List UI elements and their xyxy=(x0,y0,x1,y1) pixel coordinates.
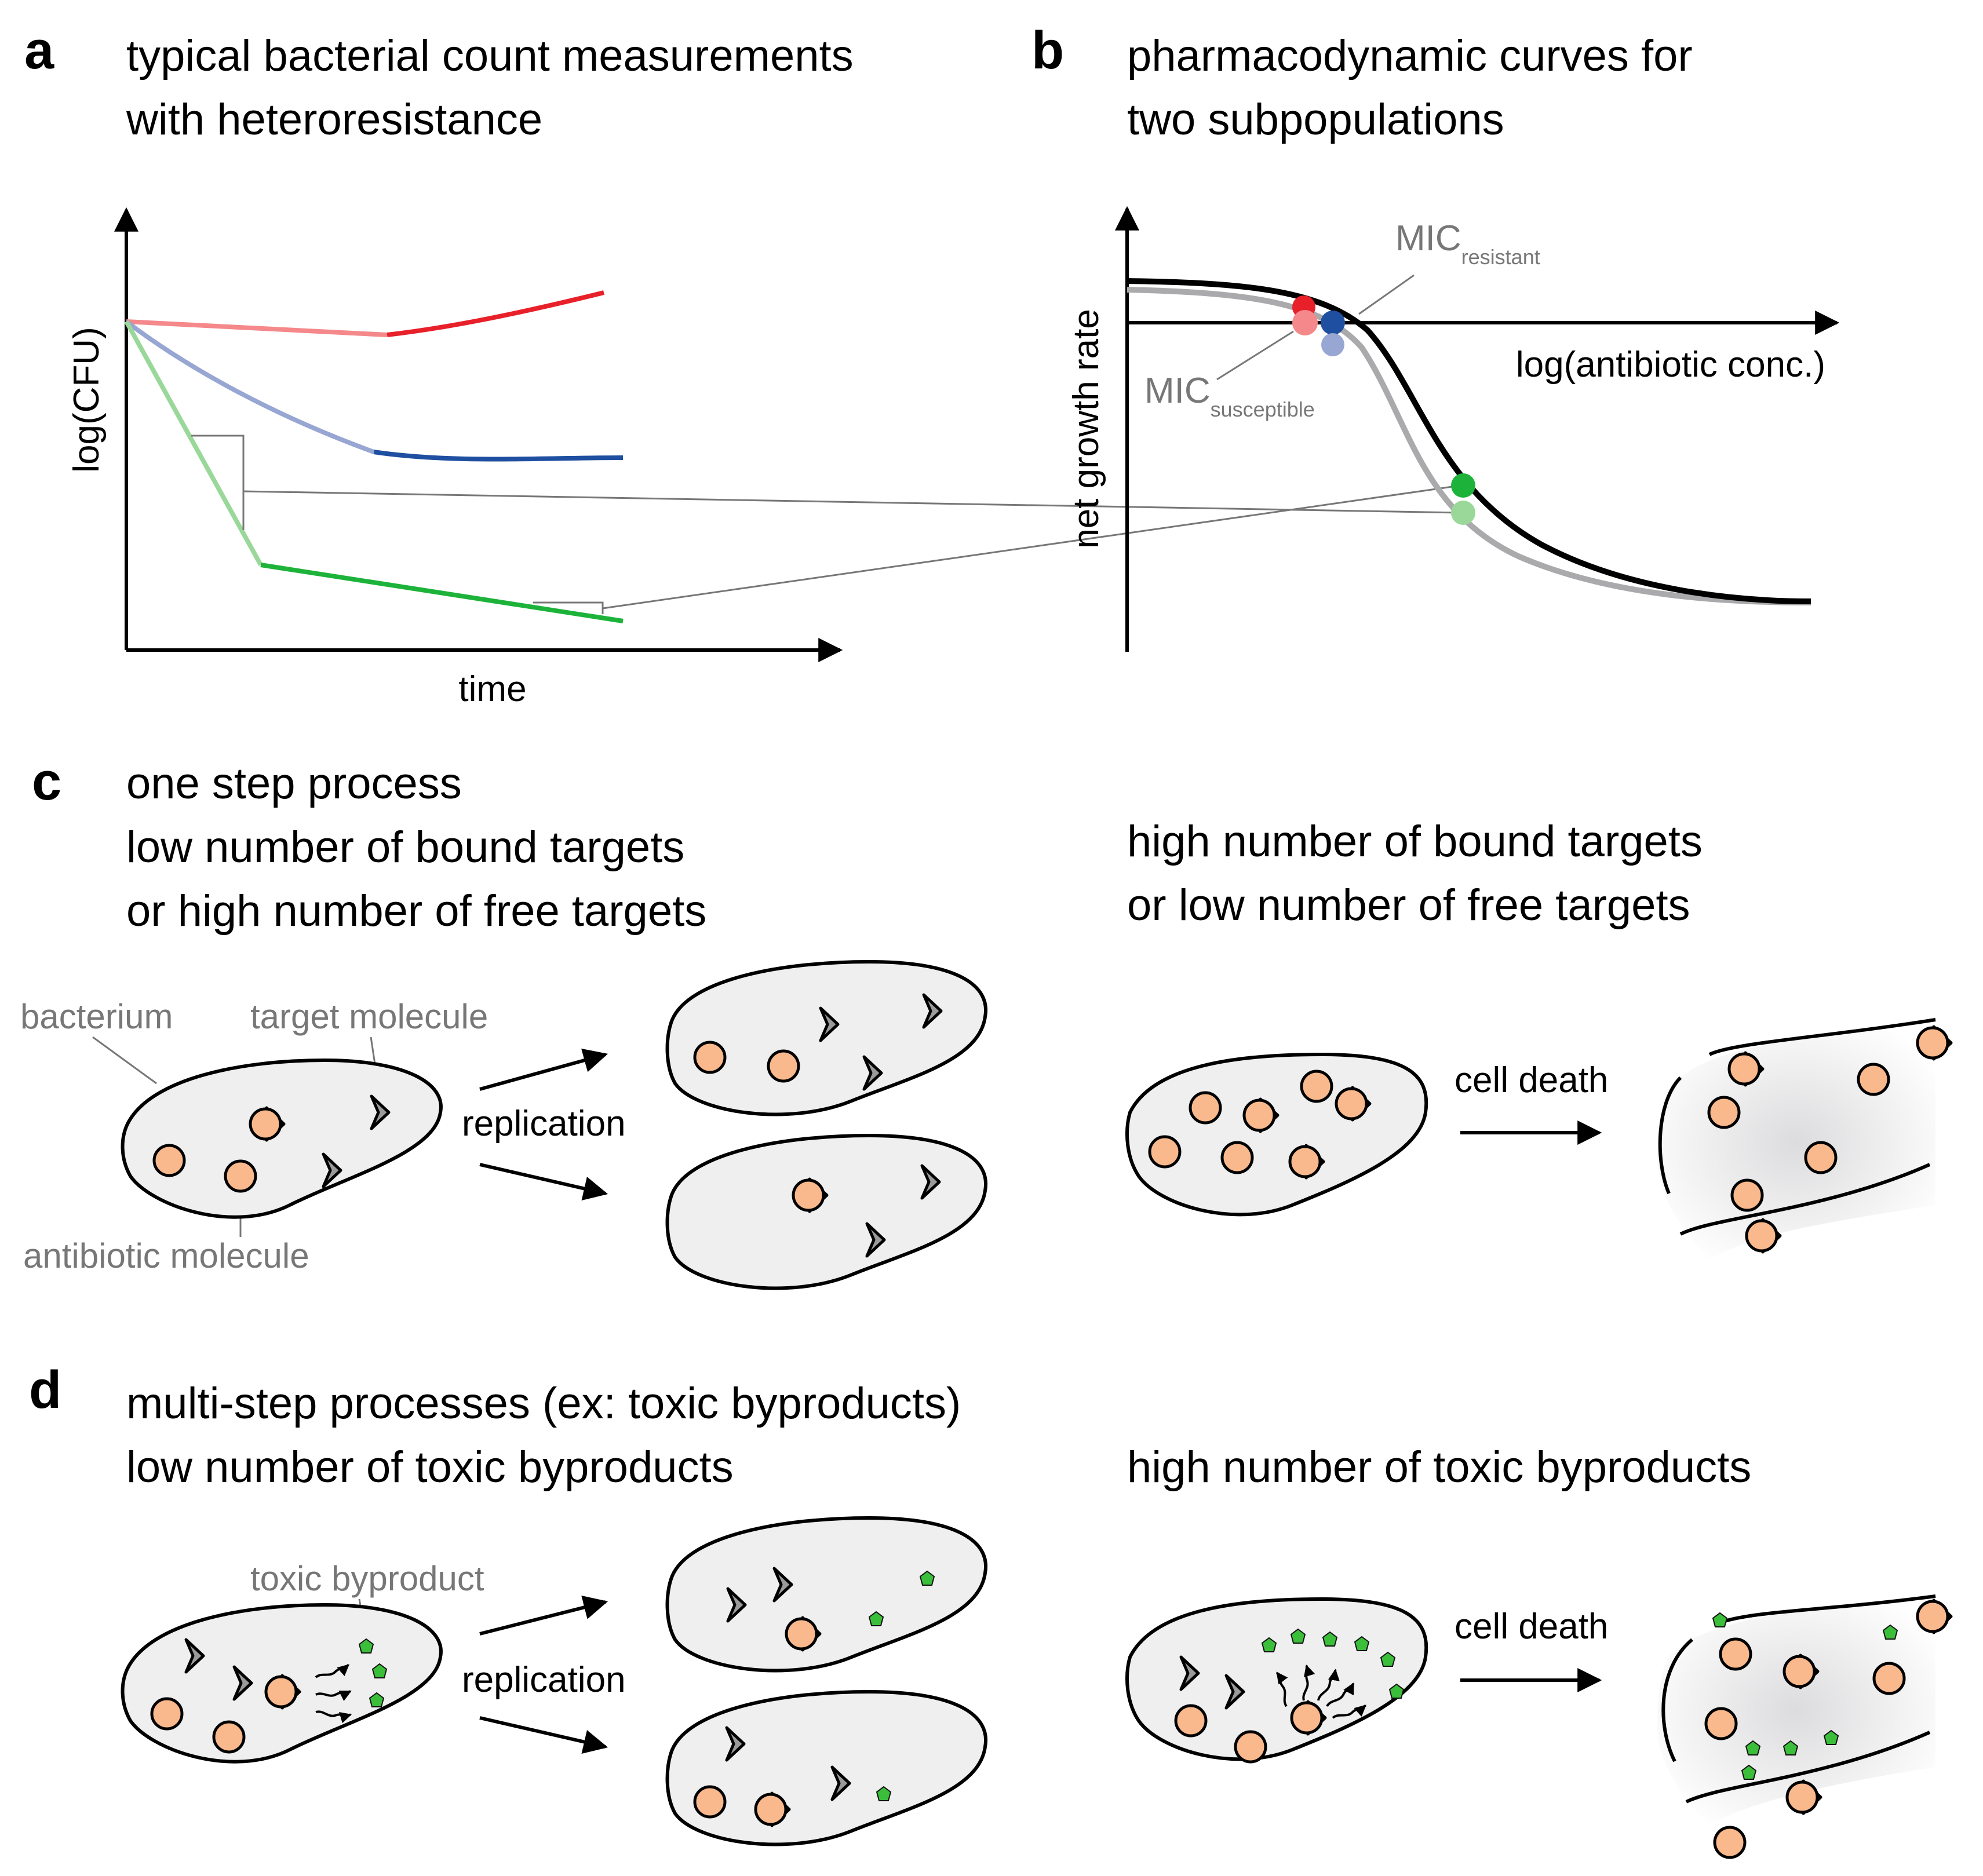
blue-curve-early xyxy=(125,319,375,454)
antibiotic-molecule xyxy=(768,1051,799,1081)
green-curve-late xyxy=(260,563,624,623)
panel-c-left-line2: low number of bound targets xyxy=(126,823,684,872)
panel-c-right-line1: high number of bound targets xyxy=(1127,817,1703,866)
daughter-cell-top xyxy=(665,959,988,1116)
antibiotic-molecule xyxy=(1235,1732,1266,1762)
antibiotic-molecule xyxy=(1720,1639,1751,1669)
dying-cell-membrane-bottom xyxy=(1685,1731,1931,1804)
panel-b-title-line2: two subpopulations xyxy=(1127,95,1504,144)
antibiotic-molecule xyxy=(1874,1663,1904,1693)
light-blue-point xyxy=(1321,333,1344,356)
target-molecule-label: target molecule xyxy=(250,997,488,1036)
antibiotic-molecule xyxy=(225,1161,256,1191)
panel-c: c one step process low number of bound t… xyxy=(20,752,1951,1290)
antibiotic-molecule xyxy=(695,1787,725,1817)
dying-cell-membrane-left xyxy=(1658,1076,1682,1195)
panel-c-left-line3: or high number of free targets xyxy=(126,886,706,936)
cell-death-label: cell death xyxy=(1455,1060,1608,1100)
dying-cell-interior xyxy=(1657,1025,1935,1260)
panel-d-label: d xyxy=(29,1360,61,1419)
daughter-cell-bottom xyxy=(665,1133,988,1290)
panel-c-right-line2: or low number of free targets xyxy=(1127,881,1690,930)
antibiotic-molecule xyxy=(1732,1180,1762,1210)
antibiotic-molecule-label: antibiotic molecule xyxy=(23,1236,309,1275)
panel-a-xlabel: time xyxy=(458,669,526,709)
antibiotic-molecule xyxy=(1150,1137,1180,1167)
antibiotic-molecule xyxy=(1222,1143,1252,1173)
connector-early-slope xyxy=(243,490,1461,514)
antibiotic-molecule xyxy=(1709,1097,1739,1127)
dying-cell-membrane-top xyxy=(1708,1018,1936,1056)
green-point xyxy=(1451,473,1475,498)
light-green-point xyxy=(1451,501,1475,525)
antibiotic-molecule xyxy=(154,1145,184,1176)
green-curve-early xyxy=(124,320,263,566)
bacterium-cell-high-toxic xyxy=(1125,1597,1428,1761)
panel-b-xlabel: log(antibiotic conc.) xyxy=(1516,345,1825,385)
resistant-curve xyxy=(1127,278,1811,604)
replication-arrow-down xyxy=(479,1716,608,1754)
light-red-point xyxy=(1292,310,1318,335)
bacterium-leader xyxy=(92,1036,157,1085)
replication-arrow-up xyxy=(479,1595,608,1636)
panel-d: d multi-step processes (ex: toxic byprod… xyxy=(29,1360,1951,1857)
panel-a-title-line2: with heteroresistance xyxy=(126,95,542,144)
panel-a-title-line1: typical bacterial count measurements xyxy=(126,31,854,81)
daughter-cell-bottom xyxy=(665,1689,988,1846)
bound-target xyxy=(1918,1027,1951,1059)
replication-arrow-up xyxy=(479,1048,608,1091)
mic-resistant-label: MICresistant xyxy=(1395,218,1540,269)
cell-death-label: cell death xyxy=(1455,1607,1608,1647)
antibiotic-molecule xyxy=(1715,1827,1745,1857)
panel-b: b pharmacodynamic curves for two subpopu… xyxy=(1031,21,1840,652)
slope-triangle-late xyxy=(533,601,604,614)
panel-b-ylabel: net growth rate xyxy=(1066,309,1106,549)
antibiotic-molecule xyxy=(1706,1709,1736,1739)
susceptible-curve xyxy=(1127,287,1811,605)
panel-d-left-line2: low number of toxic byproducts xyxy=(126,1443,734,1492)
mic-susceptible-label: MICsusceptible xyxy=(1144,371,1315,421)
antibiotic-molecule xyxy=(1302,1071,1332,1101)
red-curve-early xyxy=(126,319,388,337)
mic-susceptible-leader xyxy=(1216,330,1294,381)
panel-a: a typical bacterial count measurements w… xyxy=(24,21,854,709)
replication-arrow-down xyxy=(479,1163,608,1200)
daughter-cell-top xyxy=(665,1516,988,1673)
panel-a-label: a xyxy=(24,21,54,80)
bacterium-cell-high-bound xyxy=(1125,1052,1428,1217)
panel-b-title-line1: pharmacodynamic curves for xyxy=(1127,31,1693,81)
panel-c-left-line1: one step process xyxy=(126,759,462,808)
dying-cell-membrane-left xyxy=(1661,1638,1693,1762)
antibiotic-molecule xyxy=(695,1042,725,1072)
blue-point xyxy=(1321,311,1345,335)
antibiotic-molecule xyxy=(152,1699,182,1729)
dying-cell-membrane-top xyxy=(1720,1594,1936,1624)
mic-resistant-leader xyxy=(1358,274,1415,315)
connector-late-slope xyxy=(602,484,1461,609)
toxic-byproduct xyxy=(1712,1612,1727,1627)
antibiotic-molecule xyxy=(1190,1093,1220,1123)
antibiotic-molecule xyxy=(1806,1143,1836,1173)
antibiotic-molecule xyxy=(1858,1064,1889,1094)
bound-target xyxy=(1918,1600,1951,1633)
replication-label: replication xyxy=(462,1104,626,1144)
panel-c-label: c xyxy=(32,752,61,811)
panel-b-label: b xyxy=(1031,21,1064,80)
panel-d-right-line1: high number of toxic byproducts xyxy=(1127,1443,1751,1492)
panel-d-left-line1: multi-step processes (ex: toxic byproduc… xyxy=(126,1379,961,1428)
panel-a-ylabel: log(CFU) xyxy=(67,327,107,472)
dying-cell-membrane-bottom xyxy=(1679,1163,1931,1236)
replication-label: replication xyxy=(462,1660,626,1700)
slope-triangle-early xyxy=(191,435,245,530)
bacterium-label: bacterium xyxy=(20,997,173,1036)
antibiotic-molecule xyxy=(1176,1706,1206,1736)
blue-curve-late xyxy=(373,450,624,462)
antibiotic-molecule xyxy=(214,1722,244,1752)
red-curve-late xyxy=(387,290,604,337)
bacterium-cell xyxy=(121,1058,443,1219)
toxic-byproduct-label: toxic byproduct xyxy=(250,1559,484,1598)
